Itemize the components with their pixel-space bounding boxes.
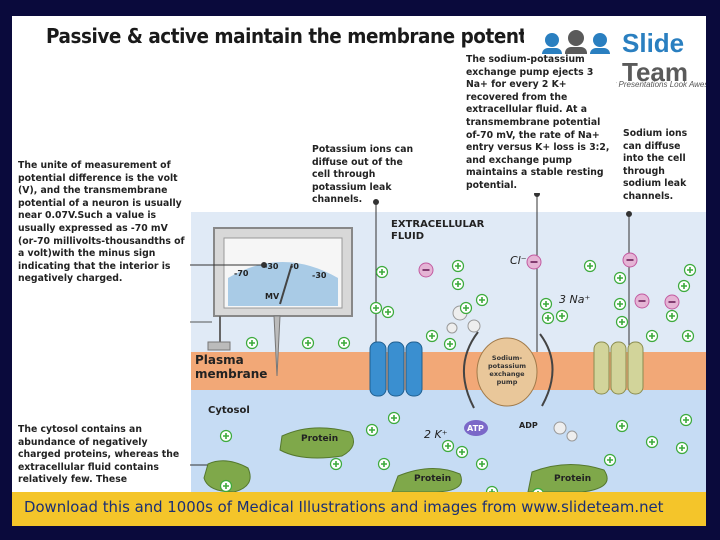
- positive-ion: [613, 271, 627, 285]
- positive-ion: [532, 487, 544, 492]
- positive-ion: [365, 423, 379, 437]
- negative-ion: [622, 252, 638, 268]
- positive-ion: [369, 301, 383, 315]
- positive-ion: [615, 419, 629, 433]
- cytosol-label: Cytosol: [208, 405, 250, 416]
- positive-ion: [665, 309, 679, 323]
- positive-ion: [541, 311, 555, 325]
- positive-ion: [451, 277, 465, 291]
- membrane-diagram: -70 -30 -0 -30 MV Cl⁻ 3 Na⁺ 2 K⁺ ATP ADP…: [12, 191, 706, 492]
- protein-label: Protein: [554, 474, 591, 484]
- positive-ion: [425, 329, 439, 343]
- negative-ion: [664, 294, 680, 310]
- chloride-label: Cl⁻: [510, 254, 527, 267]
- positive-ion: [459, 301, 473, 315]
- protein-molecules: [203, 427, 608, 492]
- positive-ion: [485, 485, 499, 492]
- positive-ion: [377, 457, 391, 471]
- protein-label: Protein: [414, 474, 451, 484]
- positive-ion: [443, 337, 457, 351]
- negative-ion: [634, 293, 650, 309]
- voltmeter: [207, 227, 353, 377]
- positive-ion: [681, 329, 695, 343]
- positive-ion: [603, 453, 617, 467]
- potassium-leak-channel: [369, 341, 423, 397]
- positive-ion: [475, 293, 489, 307]
- note-sodium-diffusion: Sodium ions can diffuse into the cell th…: [623, 128, 688, 202]
- microelectrode: [273, 315, 281, 377]
- positive-ion: [645, 435, 659, 449]
- voltmeter-needle: [279, 263, 293, 305]
- positive-ion: [387, 411, 401, 425]
- potassium-2-label: 2 K⁺: [424, 428, 448, 441]
- negative-ion: [526, 254, 542, 270]
- positive-ion: [441, 439, 455, 453]
- atp-molecule: [464, 420, 488, 436]
- meter-tick-label: -30: [264, 262, 279, 271]
- footer-banner: Download this and 1000s of Medical Illus…: [12, 492, 706, 526]
- positive-ion: [615, 315, 629, 329]
- meter-unit: MV: [265, 292, 280, 301]
- positive-ion: [381, 305, 395, 319]
- positive-ion: [375, 265, 389, 279]
- positive-ion: [555, 309, 569, 323]
- positive-ion-group: [219, 259, 697, 492]
- atp-label: ATP: [467, 424, 484, 433]
- small-molecules: [446, 305, 578, 442]
- positive-ion: [683, 263, 697, 277]
- sodium-leak-channel: [593, 341, 644, 395]
- pump-label: Sodium-potassium exchange pump: [488, 354, 526, 386]
- footer-text[interactable]: Download this and 1000s of Medical Illus…: [24, 498, 664, 516]
- page-title: Passive & active maintain the membrane p…: [46, 24, 551, 48]
- positive-ion: [329, 457, 343, 471]
- meter-tick-label: -0: [290, 262, 299, 271]
- extracellular-fluid-label: EXTRACELLULAR FLUID: [391, 219, 485, 242]
- positive-ion: [219, 429, 233, 443]
- positive-ion: [677, 279, 691, 293]
- logo-word-team: Team: [622, 57, 688, 87]
- adp-label: ADP: [519, 421, 538, 430]
- positive-ion: [245, 336, 259, 350]
- positive-ion: [539, 297, 553, 311]
- positive-ion: [613, 297, 627, 311]
- positive-ion: [337, 336, 351, 350]
- slide: -70 -30 -0 -30 MV Cl⁻ 3 Na⁺ 2 K⁺ ATP ADP…: [12, 16, 706, 526]
- positive-ion: [455, 445, 469, 459]
- sodium-3-label: 3 Na⁺: [559, 293, 590, 306]
- note-cytosol: The cytosol contains an abundance of neg…: [18, 424, 180, 486]
- meter-tick-label: -70: [234, 269, 249, 278]
- positive-ion: [219, 479, 233, 492]
- positive-ion: [645, 329, 659, 343]
- protein-label: Protein: [301, 434, 338, 444]
- positive-ion: [475, 457, 489, 471]
- positive-ion: [583, 259, 597, 273]
- logo-tagline: Making Your Presentations Look Awesome: [572, 80, 706, 89]
- note-unit-of-measurement: The unite of measurement of potential di…: [18, 160, 185, 285]
- note-potassium-diffusion: Potassium ions can diffuse out of the ce…: [312, 144, 414, 206]
- sodium-potassium-pump: [463, 331, 554, 436]
- meter-tick-label: -30: [312, 271, 327, 280]
- positive-ion: [451, 259, 465, 273]
- note-sodium-pump: The sodium-potassium exchange pump eject…: [466, 54, 616, 193]
- positive-ion: [675, 441, 689, 455]
- negative-ion: [418, 262, 434, 278]
- positive-ion: [679, 413, 693, 427]
- plasma-membrane-label: Plasma membrane: [195, 353, 268, 381]
- logo-word-slide: Slide: [622, 28, 685, 58]
- negative-ion-group: [418, 252, 680, 310]
- positive-ion: [301, 336, 315, 350]
